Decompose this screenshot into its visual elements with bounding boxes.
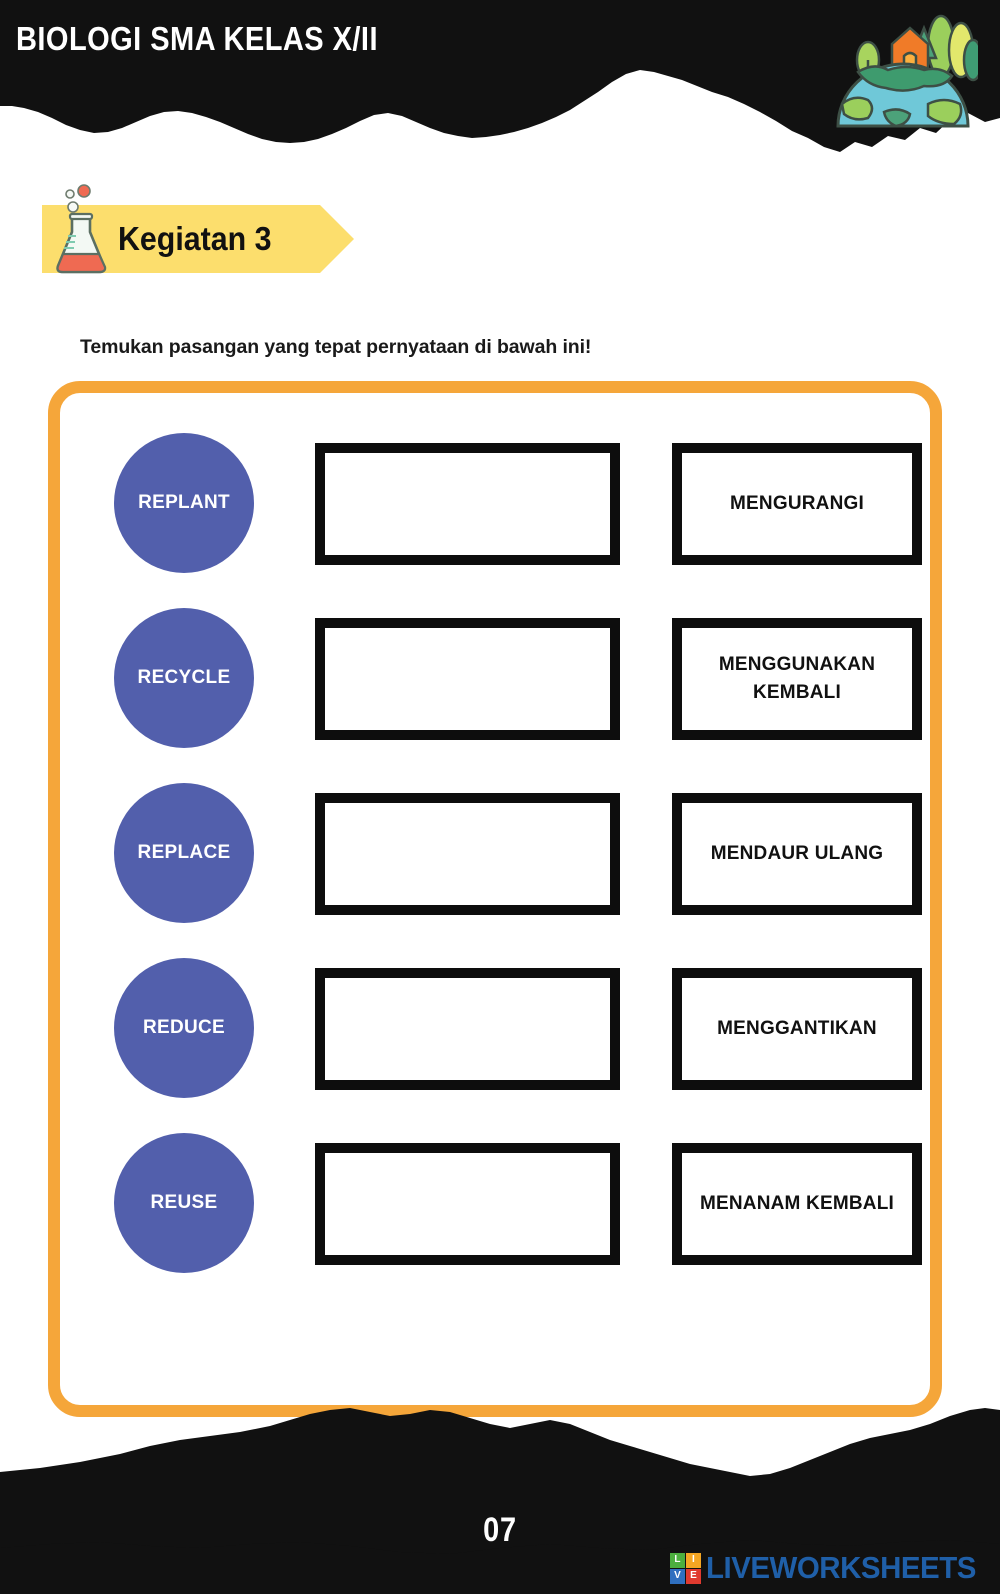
term-circle-label: REDUCE xyxy=(142,1017,226,1038)
answer-option-box[interactable]: MENGGANTIKAN xyxy=(672,968,922,1090)
bottom-torn-banner xyxy=(0,1394,1000,1594)
term-circle-label: REPLANT xyxy=(138,492,230,513)
answer-option-label: MENANAM KEMBALI xyxy=(699,1193,895,1215)
tag-arrow-point xyxy=(320,205,354,273)
term-circle-label: REUSE xyxy=(150,1192,218,1213)
term-circle[interactable]: REUSE xyxy=(114,1133,254,1273)
torn-edge-bottom-shape xyxy=(0,1408,1000,1594)
logo-tile-l: L xyxy=(669,1552,685,1568)
logo-tile-i: I xyxy=(685,1552,701,1568)
answer-drop-zone[interactable] xyxy=(315,793,620,915)
answer-drop-zone[interactable] xyxy=(315,1143,620,1265)
liveworksheets-logo[interactable]: L I V E LIVEWORKSHEETS xyxy=(669,1548,990,1588)
term-circle[interactable]: RECYCLE xyxy=(114,608,254,748)
term-circle[interactable]: REPLANT xyxy=(114,433,254,573)
top-torn-banner xyxy=(0,0,1000,175)
answer-option-box[interactable]: MENDAUR ULANG xyxy=(672,793,922,915)
matching-exercise: REPLANT MENGURANGI RECYCLE MENGGUNAKAN KEMB… xyxy=(60,393,954,1429)
answer-option-box[interactable]: MENGURANGI xyxy=(672,443,922,565)
activity-tag-label: Kegiatan 3 xyxy=(118,220,272,257)
matching-row: REPLACE MENDAUR ULANG xyxy=(60,783,954,931)
matching-row: REUSE MENANAM KEMBALI xyxy=(60,1133,954,1281)
answer-option-label: MENGGUNAKAN KEMBALI xyxy=(718,654,876,703)
torn-edge-top-shape xyxy=(0,0,1000,152)
term-circle-label: RECYCLE xyxy=(137,667,231,688)
logo-tile-v: V xyxy=(669,1568,685,1584)
term-circle-label: REPLACE xyxy=(137,842,231,863)
matching-row: REDUCE MENGGANTIKAN xyxy=(60,958,954,1106)
liveworksheets-wordmark: LIVEWORKSHEETS xyxy=(705,1550,976,1585)
liveworksheets-tiles: L I V E xyxy=(669,1552,701,1584)
logo-tile-e: E xyxy=(685,1568,701,1584)
activity-tag: Kegiatan 3 xyxy=(42,184,354,274)
answer-option-box[interactable]: MENGGUNAKAN KEMBALI xyxy=(672,618,922,740)
answer-drop-zone[interactable] xyxy=(315,618,620,740)
answer-option-box[interactable]: MENANAM KEMBALI xyxy=(672,1143,922,1265)
page-title: BIOLOGI SMA KELAS X/II xyxy=(16,20,378,57)
exercise-frame: REPLANT MENGURANGI RECYCLE MENGGUNAKAN KEMB… xyxy=(48,381,942,1417)
earth-with-house-and-trees-icon xyxy=(828,8,978,128)
instruction-text: Temukan pasangan yang tepat pernyataan d… xyxy=(80,336,592,358)
term-circle[interactable]: REDUCE xyxy=(114,958,254,1098)
matching-row: RECYCLE MENGGUNAKAN KEMBALI xyxy=(60,608,954,756)
answer-option-label: MENDAUR ULANG xyxy=(710,843,884,865)
term-circle[interactable]: REPLACE xyxy=(114,783,254,923)
erlenmeyer-flask-icon xyxy=(50,180,112,275)
matching-row: REPLANT MENGURANGI xyxy=(60,433,954,581)
answer-option-label: MENGGANTIKAN xyxy=(717,1018,877,1040)
page-number: 07 xyxy=(483,1511,517,1549)
answer-drop-zone[interactable] xyxy=(315,968,620,1090)
answer-option-label: MENGURANGI xyxy=(730,493,864,515)
answer-drop-zone[interactable] xyxy=(315,443,620,565)
